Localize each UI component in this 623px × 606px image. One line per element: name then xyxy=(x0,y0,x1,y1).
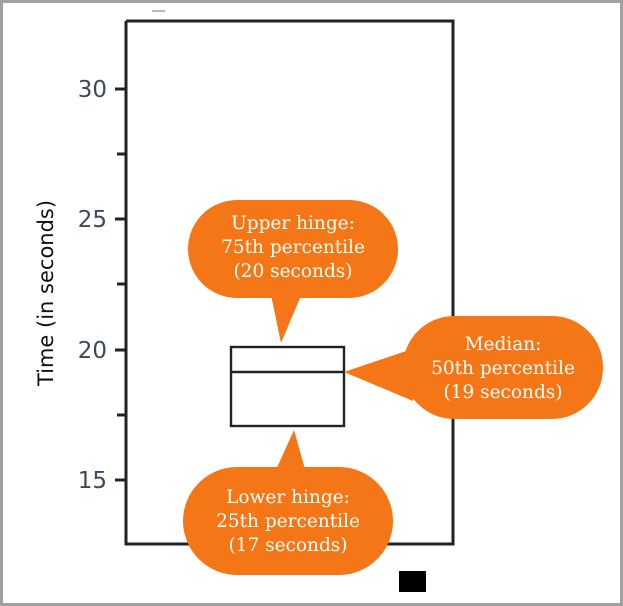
black-swatch-mark xyxy=(399,571,426,592)
y-axis-title-group: Time (in seconds) xyxy=(34,200,58,387)
callout-lower-hinge-bubble xyxy=(183,467,393,575)
callout-lower-hinge-line-2: 25th percentile xyxy=(216,511,360,532)
callout-upper-hinge-tail xyxy=(271,295,300,343)
callout-median-line-1: Median: xyxy=(465,334,542,355)
boxplot-box-group xyxy=(229,345,346,428)
callout-upper-hinge-bubble xyxy=(188,200,398,298)
callout-median-bubble xyxy=(403,316,603,419)
y-axis-tick-labels: 30 25 20 15 xyxy=(78,77,107,494)
y-tick-label-20: 20 xyxy=(78,338,107,364)
callout-lower-hinge[interactable]: Lower hinge: 25th percentile (17 seconds… xyxy=(183,430,393,575)
y-tick-label-30: 30 xyxy=(78,77,107,103)
callout-lower-hinge-line-1: Lower hinge: xyxy=(226,487,350,508)
y-axis-title: Time (in seconds) xyxy=(34,200,58,387)
y-axis-ticks xyxy=(115,87,126,482)
callout-median-tail xyxy=(344,348,415,401)
boxplot-box xyxy=(229,345,346,428)
y-tick-label-25: 25 xyxy=(78,207,107,233)
plot-frame xyxy=(124,19,455,546)
callout-upper-hinge-line-3: (20 seconds) xyxy=(233,261,352,282)
callout-median-line-2: 50th percentile xyxy=(431,358,575,379)
callout-upper-hinge[interactable]: Upper hinge: 75th percentile (20 seconds… xyxy=(188,200,398,343)
callout-median-line-3: (19 seconds) xyxy=(443,382,562,403)
callout-upper-hinge-line-1: Upper hinge: xyxy=(231,213,355,234)
y-tick-label-15: 15 xyxy=(78,468,107,494)
boxplot-figure: 30 25 20 15 Time (in seconds) Upper hing… xyxy=(34,10,603,592)
plot-frame-box xyxy=(124,19,455,546)
callout-upper-hinge-line-2: 75th percentile xyxy=(221,237,365,258)
callout-median[interactable]: Median: 50th percentile (19 seconds) xyxy=(344,316,603,419)
callout-lower-hinge-line-3: (17 seconds) xyxy=(228,535,347,556)
